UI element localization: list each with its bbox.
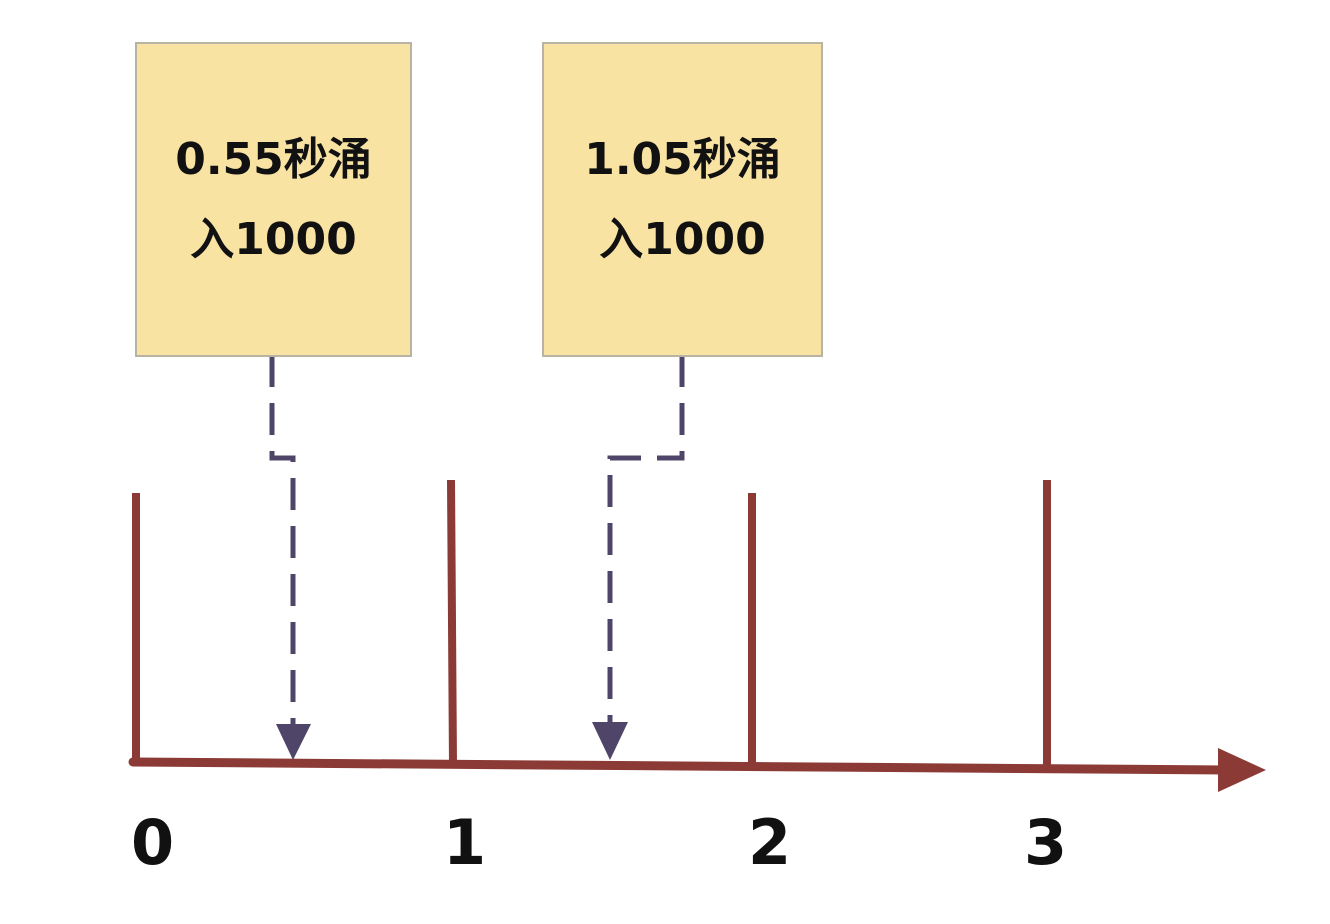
note-text-first: 0.55秒涌 入1000 [175, 120, 372, 280]
tick-label-3: 3 [1024, 806, 1068, 879]
tick-label-0: 0 [131, 806, 175, 879]
note-text-second: 1.05秒涌 入1000 [584, 120, 781, 280]
dashed-arrow-first [269, 355, 296, 725]
note-second-line2: 入1000 [599, 213, 766, 265]
dashed-arrow-second-head [592, 722, 628, 760]
note-second-line1: 1.05秒涌 [584, 133, 781, 185]
time-axis-line [128, 757, 1233, 775]
note-first-line1: 0.55秒涌 [175, 133, 372, 185]
dashed-arrow-first-head [276, 724, 311, 760]
window-boundary-1 [447, 479, 457, 767]
dashed-arrow-second [607, 355, 685, 722]
note-box-second: 1.05秒涌 入1000 [542, 42, 823, 357]
time-axis-arrowhead [1218, 748, 1266, 792]
tick-label-2: 2 [748, 806, 792, 879]
note-first-line2: 入1000 [190, 213, 357, 265]
note-box-first: 0.55秒涌 入1000 [135, 42, 412, 357]
tick-label-1: 1 [443, 806, 487, 879]
